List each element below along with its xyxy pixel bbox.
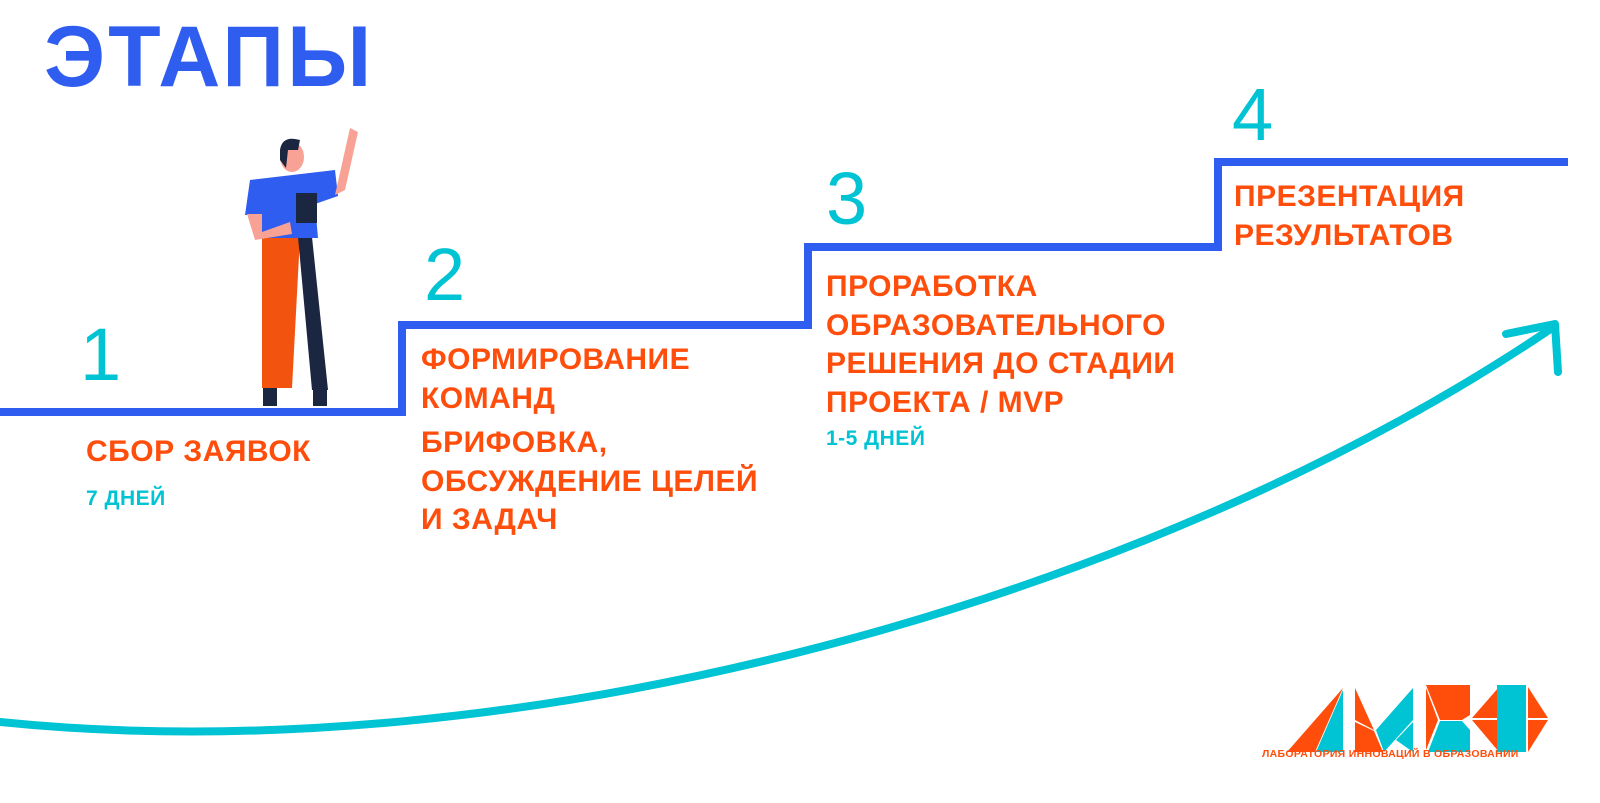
stage-1-number: 1 (80, 313, 122, 396)
stage-1-duration: 7 ДНЕЙ (86, 487, 166, 510)
stage-4-line: ПРЕЗЕНТАЦИЯ (1234, 180, 1465, 213)
stage-2-text: ФОРМИРОВАНИЕ КОМАНД БРИФОВКА, ОБСУЖДЕНИЕ… (421, 341, 758, 540)
stage-2-number: 2 (424, 233, 466, 316)
logo-caption: ЛАБОРАТОРИЯ ИННОВАЦИЙ В ОБРАЗОВАНИИ (1262, 748, 1519, 760)
stage-3-line: РЕШЕНИЯ ДО СТАДИИ (826, 347, 1176, 380)
stage-2-line: КОМАНД (421, 381, 556, 415)
stage-3-line: ПРОРАБОТКА (826, 270, 1038, 303)
stage-2-line: ФОРМИРОВАНИЕ (421, 343, 691, 376)
page-title: ЭТАПЫ (44, 9, 375, 105)
stage-1-text: СБОР ЗАЯВОК (86, 433, 311, 472)
stage-2-line: ОБСУЖДЕНИЕ ЦЕЛЕЙ (421, 464, 759, 498)
arrowhead-icon (1502, 320, 1562, 376)
growth-curve (0, 324, 1556, 736)
stage-4-number: 4 (1232, 73, 1274, 156)
stage-1-line: СБОР ЗАЯВОК (86, 435, 311, 468)
stage-4-line: РЕЗУЛЬТАТОВ (1234, 218, 1454, 252)
stage-3-number: 3 (826, 157, 868, 240)
stage-3-line: ОБРАЗОВАТЕЛЬНОГО (826, 308, 1166, 342)
stage-2-line: БРИФОВКА, (421, 426, 608, 459)
stage-3-text: ПРОРАБОТКА ОБРАЗОВАТЕЛЬНОГО РЕШЕНИЯ ДО С… (826, 268, 1175, 422)
stage-3-duration: 1-5 ДНЕЙ (826, 427, 926, 450)
logo-mark (1287, 685, 1548, 752)
stage-3-line: ПРОЕКТА / MVP (826, 385, 1065, 419)
stage-4-text: ПРЕЗЕНТАЦИЯ РЕЗУЛЬТАТОВ (1234, 178, 1465, 255)
stage-2-line: И ЗАДАЧ (421, 503, 558, 536)
staircase-line (0, 158, 1568, 416)
person-illustration (245, 128, 358, 406)
